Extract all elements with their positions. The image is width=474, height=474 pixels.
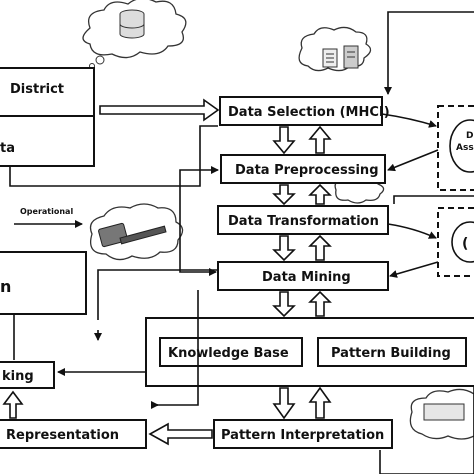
document-icon [322,48,338,68]
left-partial-label: n [0,277,11,296]
block-arrow-repr-up [2,390,24,419]
district-label: District [10,82,64,97]
line-mining-down [155,290,199,406]
data-selection-label: Data Selection (MHCI) [228,105,390,120]
ranking-label: king [2,369,34,384]
block-arrow-sel-down [272,126,296,155]
dashed-top-line2: Ass [456,143,474,153]
data-preprocessing-label: Data Preprocessing [235,163,379,178]
line-mining-left [97,269,218,320]
district-box: District ta [0,67,95,167]
data-mining-label: Data Mining [262,270,351,285]
block-arrow-trans-up [308,183,332,205]
block-arrow-mining-up [308,234,332,261]
report-icon [423,403,465,421]
line-bottom-right [379,386,474,474]
block-arrow-prep-up [308,125,332,154]
line-right-bracket [393,195,474,204]
district-sub-label: ta [0,141,15,156]
pattern-building-box: Pattern Building [317,337,467,367]
arrow-dashed-to-preprocessing [387,149,439,172]
block-arrow-interp-to-repr [148,422,213,446]
pattern-interpretation-box: Pattern Interpretation [213,419,393,449]
dashed-top-line1: D [466,131,473,141]
dashed-box-top-right: D Ass [437,105,474,191]
left-partial-box: n [0,251,87,315]
arrow-feedback-preprocessing [179,166,219,250]
arrow-dashed-to-mining [389,261,439,278]
block-arrow-mining-down [272,291,296,318]
knowledge-base-box: Knowledge Base [159,337,303,367]
representation-label: Representation [6,428,119,443]
cloud-gavel [89,203,184,261]
block-arrow-interp-up [308,386,332,419]
block-arrow-container-down [272,387,296,420]
arrow-transformation-to-dashed [387,223,437,239]
block-arrow-district-to-selection [99,98,220,122]
arrow-selection-to-dashed [381,113,437,128]
cloud-top-right [298,26,372,72]
arrow-top-feed [384,11,474,95]
dashed-mid-label: ( [462,236,468,252]
arrow-feedback-mining [179,250,217,276]
data-transformation-box: Data Transformation [217,205,389,235]
block-arrow-prep-down [272,184,296,206]
dashed-box-mid-right: ( [437,207,474,277]
data-mining-box: Data Mining [217,261,389,291]
data-transformation-label: Data Transformation [228,214,379,229]
connectors [9,11,474,474]
block-arrows [2,98,332,446]
ranking-box: king [0,361,55,389]
data-selection-box: Data Selection (MHCI) [219,96,390,126]
block-arrow-trans-down [272,235,296,262]
block-arrow-container-up [308,290,332,317]
line-district-loop [9,125,218,187]
data-preprocessing-box: Data Preprocessing [220,154,386,184]
operational-label: Operational [20,207,73,216]
database-icon [119,9,145,39]
cloud-top-left [82,0,187,69]
gavel-icon [98,222,167,248]
cloud-bottom-right [409,388,474,440]
representation-box: Representation [0,419,147,449]
pattern-building-label: Pattern Building [331,346,451,361]
pattern-interpretation-label: Pattern Interpretation [221,428,384,443]
knowledge-base-label: Knowledge Base [168,346,289,361]
server-icon [343,45,359,69]
